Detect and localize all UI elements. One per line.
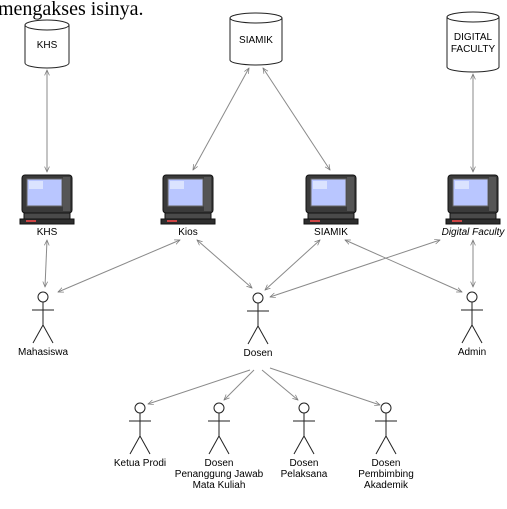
actor-label: Dosen xyxy=(290,458,319,469)
database-label: FACULTY xyxy=(451,44,496,55)
actor-label: Ketua Prodi xyxy=(114,458,166,469)
actor-ketua-prodi: Ketua Prodi xyxy=(114,402,166,469)
stick-figure-icon xyxy=(208,402,230,455)
connector-arrow xyxy=(58,239,180,293)
actor-admin: Admin xyxy=(458,291,486,358)
cylinder-body xyxy=(24,25,70,69)
actor-label: Penanggung Jawab xyxy=(175,469,264,480)
stick-figure-icon xyxy=(461,291,483,344)
actor-label: Akademik xyxy=(364,480,409,491)
computer-digital-faculty: Digital Faculty xyxy=(442,174,506,238)
computer-label: Kios xyxy=(178,227,197,238)
actor-label: Dosen xyxy=(372,458,401,469)
connector-arrow xyxy=(270,240,440,297)
actor-label: Mahasiswa xyxy=(18,347,68,358)
database-label: DIGITAL xyxy=(454,32,493,43)
actor-mahasiswa: Mahasiswa xyxy=(18,291,68,358)
database-label: KHS xyxy=(37,40,58,51)
computer-label: SIAMIK xyxy=(314,227,348,238)
computer-label: KHS xyxy=(37,227,58,238)
connector-arrow xyxy=(45,240,47,287)
connector-arrow xyxy=(192,68,250,170)
database-label: SIAMIK xyxy=(239,35,273,46)
cylinder-top xyxy=(446,11,500,23)
top-text: mengakses isinya. xyxy=(0,0,144,20)
actor-label: Dosen xyxy=(244,348,273,359)
computer-kios: Kios xyxy=(160,174,216,238)
stick-figure-icon xyxy=(293,402,315,455)
stick-figure-icon xyxy=(32,291,54,344)
database-khs: KHS xyxy=(24,19,70,69)
cylinder-top xyxy=(24,19,70,31)
connector-arrow xyxy=(263,68,330,170)
actor-label: Admin xyxy=(458,347,486,358)
actor-dosen: Dosen xyxy=(244,292,273,359)
database-siamik: SIAMIK xyxy=(229,12,283,66)
computer-khs: KHS xyxy=(19,174,75,238)
computer-icon xyxy=(303,174,359,225)
cylinder-body xyxy=(229,18,283,66)
actor-label: Dosen xyxy=(205,458,234,469)
connector-arrow xyxy=(261,369,298,400)
connector-arrow xyxy=(197,240,252,288)
computers: KHS Kios SIAMIK Digital Faculty xyxy=(19,174,506,238)
actor-label: Pembimbing xyxy=(358,469,414,480)
connector-arrow xyxy=(269,367,380,405)
computer-icon xyxy=(160,174,216,225)
stick-figure-icon xyxy=(247,292,269,345)
connector-arrow xyxy=(224,369,255,400)
actor-label: Pelaksana xyxy=(281,469,328,480)
cylinder-top xyxy=(229,12,283,24)
connector-arrow xyxy=(345,239,462,293)
computer-label: Digital Faculty xyxy=(442,227,506,238)
computer-icon xyxy=(19,174,75,225)
stick-figure-icon xyxy=(129,402,151,455)
computer-siamik: SIAMIK xyxy=(303,174,359,238)
computer-icon xyxy=(445,174,501,225)
actor-label: Mata Kuliah xyxy=(193,480,246,491)
cylinder-body xyxy=(446,17,500,73)
connector-arrow xyxy=(148,369,251,404)
stick-figure-icon xyxy=(375,402,397,455)
connections xyxy=(45,68,473,405)
